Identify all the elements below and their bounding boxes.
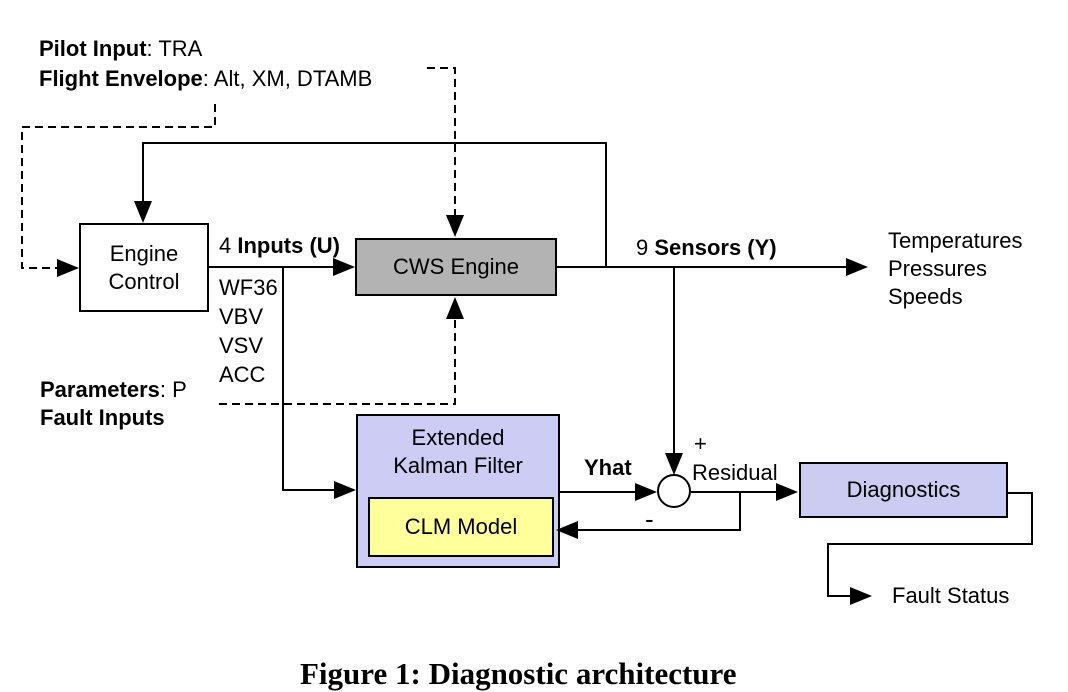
inputs-bold: Inputs (U) xyxy=(237,233,341,258)
residual-label: Residual xyxy=(692,460,778,485)
u-signal-list: WF36 VBV VSV ACC xyxy=(219,273,278,389)
engine-control-box: Engine Control xyxy=(79,223,209,312)
clm-model-label: CLM Model xyxy=(404,514,518,539)
diagnostics-label: Diagnostics xyxy=(846,477,961,502)
ekf-label-line1: Extended xyxy=(411,425,505,450)
sensors-count: 9 xyxy=(636,235,655,260)
sensor-feedback-to-engine-control-arrow xyxy=(134,142,607,267)
parameters-label: Parameters: P xyxy=(40,375,187,404)
u-signal-vbv: VBV xyxy=(219,304,264,329)
u-signal-wf36: WF36 xyxy=(219,275,278,300)
pilot-input-label: Pilot Input: TRA xyxy=(39,34,372,64)
parameters-bold: Parameters xyxy=(40,377,160,402)
diagnostics-to-fault-status-arrow xyxy=(827,492,1033,605)
sensor-types-list: Temperatures Pressures Speeds xyxy=(888,227,1023,311)
cws-engine-label: CWS Engine xyxy=(393,254,519,279)
cws-engine-box: CWS Engine xyxy=(355,238,557,296)
inputs-u-label: 4 Inputs (U) xyxy=(219,231,340,260)
sensors-bold: Sensors (Y) xyxy=(654,235,777,260)
residual-minus-feedback-arrow xyxy=(556,492,741,539)
plus-sign: + xyxy=(694,431,707,456)
engine-control-label-line2: Control xyxy=(108,268,180,294)
u-signal-acc: ACC xyxy=(219,362,266,387)
flight-envelope-rest: : Alt, XM, DTAMB xyxy=(202,66,373,91)
flight-envelope-label: Flight Envelope: Alt, XM, DTAMB xyxy=(39,64,372,94)
pilot-input-to-engine-control-dashed-arrow xyxy=(21,104,216,277)
summing-junction xyxy=(657,474,691,508)
fault-inputs-to-cws-dashed-arrow xyxy=(219,297,464,405)
sensor-type-speeds: Speeds xyxy=(888,284,963,309)
parameters-rest: : P xyxy=(159,377,187,402)
yhat-label: Yhat xyxy=(584,455,632,480)
inputs-count: 4 xyxy=(219,233,238,258)
diagnostics-box: Diagnostics xyxy=(799,462,1008,518)
flight-envelope-to-cws-dashed-arrow xyxy=(427,67,464,237)
sensor-type-pressures: Pressures xyxy=(888,256,988,281)
fault-inputs-label: Fault Inputs xyxy=(40,405,165,430)
pilot-flight-annotation: Pilot Input: TRA Flight Envelope: Alt, X… xyxy=(39,34,372,94)
sensors-y-label: 9 Sensors (Y) xyxy=(636,233,777,262)
diagram-canvas: { "diagram": { "caption": "Figure 1: Dia… xyxy=(21,34,1033,691)
inputs-to-ekf-arrow xyxy=(282,267,356,499)
figure-caption: Figure 1: Diagnostic architecture xyxy=(300,656,737,691)
connector-layer xyxy=(21,67,1033,605)
clm-model-box: CLM Model xyxy=(368,497,554,557)
ekf-label-line2: Kalman Filter xyxy=(393,453,523,478)
pilot-input-bold: Pilot Input xyxy=(39,36,147,61)
sensor-type-temperatures: Temperatures xyxy=(888,228,1023,253)
pilot-input-rest: : TRA xyxy=(146,36,203,61)
fault-status-label: Fault Status xyxy=(892,583,1010,608)
u-signal-vsv: VSV xyxy=(219,333,264,358)
flight-envelope-bold: Flight Envelope xyxy=(39,66,203,91)
minus-sign: - xyxy=(645,504,654,534)
engine-control-label-line1: Engine xyxy=(109,240,179,266)
